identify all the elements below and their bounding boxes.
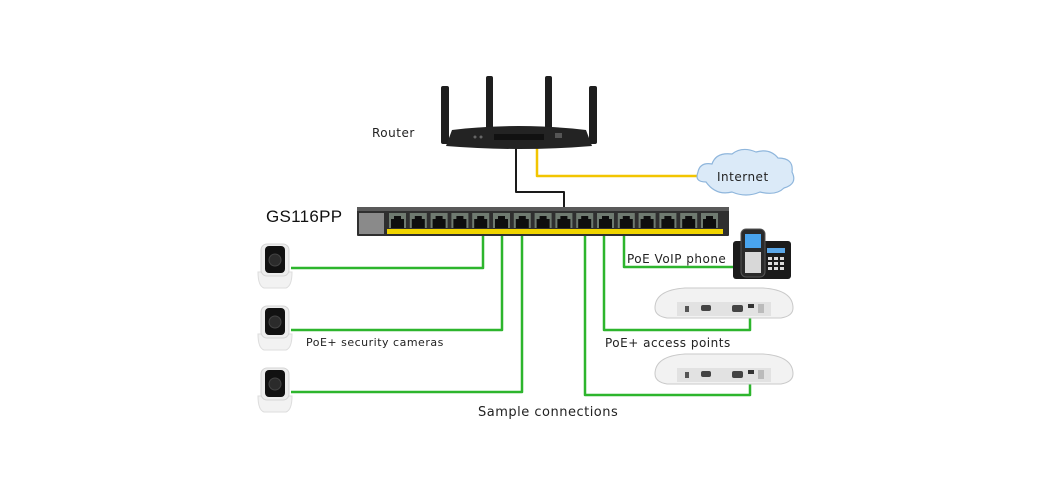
phone-base-keypad: [768, 257, 784, 270]
internet-label: Internet: [717, 170, 769, 184]
switch-model-label: GS116PP: [266, 207, 343, 226]
switch-logo-panel: [359, 213, 384, 234]
access-point-group: [654, 287, 794, 385]
internet-cloud: [696, 148, 795, 196]
switch-port: [617, 213, 635, 228]
router-label: Router: [372, 126, 415, 140]
switch-port: [389, 213, 406, 228]
switch-top-edge: [357, 207, 729, 211]
access-point-2-cable: [583, 226, 752, 397]
router-antenna: [441, 86, 449, 144]
switch-port: [638, 213, 656, 228]
switch-port: [430, 213, 448, 228]
camera-3-cable: [291, 226, 524, 394]
router-led: [479, 135, 483, 139]
switch-port: [701, 213, 718, 228]
router-antenna: [486, 76, 493, 132]
security-camera: [257, 243, 293, 289]
switch-port: [680, 213, 698, 228]
internet-cable: [535, 140, 706, 178]
router-antenna: [589, 86, 597, 144]
cables: [291, 140, 752, 397]
voip-phone-device: [733, 228, 791, 279]
switch-port: [555, 213, 573, 228]
switch-device: [357, 207, 729, 236]
phone-handset-screen: [745, 234, 761, 248]
access-point: [654, 287, 794, 319]
switch-port: [576, 213, 594, 228]
security-camera: [257, 305, 293, 351]
switch-port: [513, 213, 531, 228]
router-usb-port: [555, 133, 562, 138]
access-points-label: PoE+ access points: [605, 336, 731, 350]
switch-port: [493, 213, 510, 228]
voip-phone-cable: [622, 226, 735, 269]
camera-2-cable: [291, 226, 504, 332]
switch-port: [472, 213, 490, 228]
switch-ports: [389, 213, 718, 228]
access-point-1-cable: [602, 226, 752, 332]
camera-1-cable: [291, 226, 485, 270]
switch-label-strip: [387, 229, 723, 234]
switch-port: [409, 213, 427, 228]
router-led: [473, 135, 477, 139]
switch-port: [451, 213, 469, 228]
phone-base-screen: [767, 248, 785, 253]
router-device: [441, 76, 597, 149]
switch-port: [534, 213, 552, 228]
router-antenna: [545, 76, 552, 132]
phone-handset-keypad: [745, 252, 761, 273]
access-point: [654, 353, 794, 385]
router-ports: [494, 134, 544, 140]
switch-port: [659, 213, 677, 228]
cameras-label: PoE+ security cameras: [306, 336, 444, 349]
camera-group: [257, 243, 293, 413]
switch-port: [597, 213, 614, 228]
voip-phone-label: PoE VoIP phone: [627, 252, 727, 266]
security-camera: [257, 367, 293, 413]
diagram-caption: Sample connections: [478, 405, 619, 420]
